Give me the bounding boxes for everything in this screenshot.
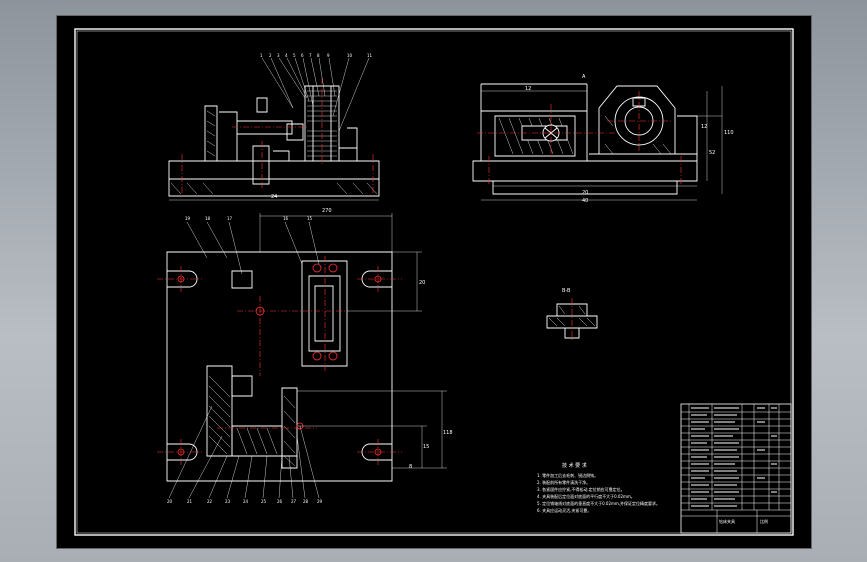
leader-label: 3 <box>277 53 280 58</box>
leader-label: 7 <box>309 53 312 58</box>
plan-top-leaders <box>186 221 320 275</box>
note-line: 4. 夹具装配后定位面对底面的平行度不大于0.02mm。 <box>537 493 635 499</box>
leader-label: 9 <box>327 53 330 58</box>
side-dim-right-2: 110 <box>724 130 734 136</box>
leader-label: 8 <box>317 53 320 58</box>
side-view <box>472 83 698 195</box>
plan-dim-right: 20 <box>419 280 425 286</box>
section-view <box>546 303 598 339</box>
leader-label: 18 <box>205 216 211 221</box>
section-label: B-B <box>562 288 571 294</box>
side-view-label: A <box>582 74 586 80</box>
leader-label: 5 <box>293 53 296 58</box>
plan-dim-top: 270 <box>322 208 332 214</box>
title-block-text-marks <box>691 407 777 507</box>
side-dim-right-3: 12 <box>701 124 707 130</box>
leader-label: 25 <box>261 499 267 504</box>
leader-label: 16 <box>283 216 289 221</box>
leader-label: 10 <box>347 53 353 58</box>
outer-frame <box>74 28 794 536</box>
side-dim-top: 12 <box>525 86 531 92</box>
plan-view <box>166 251 393 482</box>
drawing-sheet: 1 2 3 4 5 6 7 8 9 10 11 24 <box>56 15 812 549</box>
leader-label: 17 <box>227 216 233 221</box>
plan-dim-right-mid: 15 <box>423 444 429 450</box>
note-line: 2. 装配前所有零件清洗干净。 <box>537 479 590 485</box>
inner-frame <box>76 30 792 534</box>
leader-label: 15 <box>307 216 313 221</box>
title-block <box>680 403 792 534</box>
leader-label: 4 <box>285 53 288 58</box>
section-hatch <box>548 305 596 327</box>
plan-view-hatch <box>208 375 296 467</box>
front-bottom-dimension: 24 <box>271 194 277 200</box>
note-line: 6. 夹具应运动灵活,夹紧可靠。 <box>537 507 591 513</box>
side-dim-right-1: 52 <box>709 150 715 156</box>
plan-dim-right-upper: 118 <box>443 430 453 436</box>
leader-label: 24 <box>243 499 249 504</box>
side-view-centerlines <box>477 91 682 186</box>
note-line: 1. 零件加工后去毛刺、锐边倒钝。 <box>537 472 598 478</box>
plan-view-dimension-lines <box>259 213 447 469</box>
note-line: 5. 定位销轴线对底面的垂直度不大于0.02mm,并保证定位精度要求。 <box>537 500 660 506</box>
leader-label: 29 <box>317 499 323 504</box>
leader-label: 6 <box>301 53 304 58</box>
plan-bottom-leaders <box>168 405 320 499</box>
front-view-leaders <box>261 57 370 132</box>
title-block-drawing-name: 钻床夹具 <box>719 518 735 524</box>
note-line: 3. 各紧固件应拧紧,不得松动,定位销应可靠定位。 <box>537 486 625 492</box>
leader-label: 20 <box>167 499 173 504</box>
cad-drawing: 1 2 3 4 5 6 7 8 9 10 11 24 <box>74 28 794 536</box>
side-view-dimension-lines <box>481 86 723 201</box>
leader-label: 1 <box>260 53 263 58</box>
plan-dim-right-low: 8 <box>409 464 412 470</box>
leader-label: 27 <box>291 499 297 504</box>
leader-label: 11 <box>367 53 373 58</box>
leader-label: 21 <box>187 499 193 504</box>
leader-label: 2 <box>269 53 272 58</box>
leader-label: 22 <box>207 499 213 504</box>
leader-label: 23 <box>225 499 231 504</box>
side-dim-bottom-2: 40 <box>582 198 588 204</box>
leader-label: 26 <box>277 499 283 504</box>
front-view <box>168 85 380 197</box>
notes-title: 技 术 要 求 <box>562 462 587 469</box>
side-dim-bottom-1: 20 <box>582 190 588 196</box>
leader-label: 19 <box>185 216 191 221</box>
leader-label: 28 <box>303 499 309 504</box>
title-block-scale: 比例 <box>760 518 768 524</box>
front-view-leader-labels: 1 2 3 4 5 6 7 8 9 10 11 <box>260 53 373 58</box>
front-view-centerlines <box>181 78 374 198</box>
plan-view-centerlines <box>157 256 402 465</box>
